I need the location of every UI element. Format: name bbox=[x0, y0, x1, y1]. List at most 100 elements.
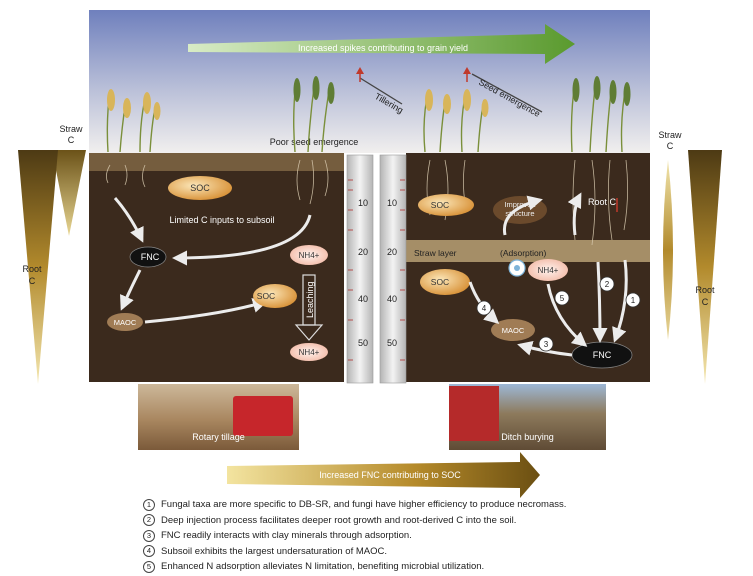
right-arrow-5 bbox=[546, 283, 588, 347]
rotary-tillage-machine bbox=[233, 396, 293, 436]
soc-top-left-label: SOC bbox=[190, 183, 210, 193]
root-c-label: Root C bbox=[588, 197, 617, 207]
right-arrow-soc-up bbox=[502, 195, 543, 236]
legend-number: 5 bbox=[143, 560, 155, 573]
nh4-left-label: NH4+ bbox=[299, 251, 320, 260]
right-root-c-label: Root C bbox=[695, 285, 715, 307]
right-arrow-1 bbox=[612, 259, 628, 343]
fnc-arrow bbox=[227, 452, 540, 498]
legend-number: 4 bbox=[143, 545, 155, 558]
soc-mid-left-blob bbox=[253, 284, 297, 308]
right-arrow-rootc-up bbox=[567, 192, 582, 236]
ditch-burying-machine bbox=[449, 386, 499, 441]
soc-top-left-blob bbox=[168, 176, 232, 200]
step-marker-3-label: 3 bbox=[544, 340, 549, 349]
left-root-c-label: Root C bbox=[22, 264, 42, 286]
nh4-right-blob bbox=[528, 259, 568, 281]
left-arrow-maoc-to-soc bbox=[144, 298, 268, 324]
sky-background bbox=[89, 10, 650, 153]
maoc-right-label: MAOC bbox=[502, 326, 525, 335]
legend-item: 1 Fungal taxa are more specific to DB-SR… bbox=[143, 497, 703, 513]
left-root-c-bar bbox=[18, 150, 58, 384]
legend-number: 2 bbox=[143, 514, 155, 527]
rotary-tillage-photo: Rotary tillage bbox=[138, 384, 299, 450]
step-marker-4 bbox=[476, 300, 492, 316]
ditch-burying-caption: Ditch burying bbox=[501, 432, 554, 442]
legend-text: Fungal taxa are more specific to DB-SR, … bbox=[161, 499, 567, 511]
right-arrow-2 bbox=[592, 261, 608, 343]
legend-item: 2 Deep injection process facilitates dee… bbox=[143, 513, 703, 529]
legend-item: 5 Enhanced N adsorption alleviates N lim… bbox=[143, 559, 703, 575]
poor-seed-emergence-label: Poor seed emergence bbox=[270, 137, 359, 147]
ruler-tick-marks bbox=[348, 179, 405, 361]
legend-item: 4 Subsoil exhibits the largest undersatu… bbox=[143, 544, 703, 560]
ruler-right bbox=[379, 154, 407, 384]
ruler-right-tick-10: 10 bbox=[387, 198, 397, 208]
soc-top-right-blob bbox=[418, 194, 474, 216]
legend-number: 3 bbox=[143, 529, 155, 542]
right-straw-c-label: Straw C bbox=[658, 130, 682, 151]
step-marker-3 bbox=[538, 336, 554, 352]
ditch-burying-photo: Ditch burying bbox=[449, 384, 606, 450]
improved-structure-line1: Improved bbox=[504, 200, 535, 209]
maoc-right-blob bbox=[491, 319, 535, 341]
left-straw-c-bar bbox=[52, 150, 86, 236]
legend-text: Enhanced N adsorption alleviates N limit… bbox=[161, 561, 485, 573]
improved-structure-line2: structure bbox=[505, 209, 534, 218]
legend-text: Subsoil exhibits the largest undersatura… bbox=[161, 545, 388, 557]
fnc-right-label: FNC bbox=[593, 350, 612, 360]
ruler-left-tick-50: 50 bbox=[358, 338, 368, 348]
leaching-label: Leaching bbox=[305, 281, 315, 318]
yield-arrow bbox=[188, 24, 575, 64]
left-straw-residue bbox=[89, 153, 344, 171]
fnc-left-blob bbox=[129, 246, 167, 268]
left-straw-c-label: Straw C bbox=[59, 124, 83, 145]
left-arrow-roots-to-fnc bbox=[172, 214, 312, 266]
left-arrow-fnc-to-maoc bbox=[120, 269, 142, 311]
legend: 1 Fungal taxa are more specific to DB-SR… bbox=[143, 497, 703, 575]
soc-mid-right-label: SOC bbox=[431, 277, 449, 287]
ruler-right-tick-40: 40 bbox=[387, 294, 397, 304]
adsorption-sun-icon bbox=[508, 259, 526, 277]
fnc-left-label: FNC bbox=[141, 252, 160, 262]
rotary-tillage-caption: Rotary tillage bbox=[192, 432, 245, 442]
left-arrow-soc-to-fnc bbox=[113, 197, 144, 243]
yield-arrow-label: Increased spikes contributing to grain y… bbox=[298, 43, 468, 53]
nh4-bottom-label: NH4+ bbox=[299, 348, 320, 357]
soc-mid-left-label: SOC bbox=[257, 291, 275, 301]
step-marker-2-label: 2 bbox=[605, 280, 610, 289]
ruler-left-tick-40: 40 bbox=[358, 294, 368, 304]
straw-layer-band bbox=[406, 240, 650, 262]
right-straw-c-bar bbox=[663, 160, 673, 340]
step-marker-2 bbox=[599, 276, 615, 292]
limited-c-label: Limited C inputs to subsoil bbox=[169, 215, 274, 225]
fnc-arrow-label: Increased FNC contributing to SOC bbox=[319, 470, 461, 480]
legend-text: FNC readily interacts with clay minerals… bbox=[161, 530, 412, 542]
legend-text: Deep injection process facilitates deepe… bbox=[161, 514, 517, 526]
soc-top-right-label: SOC bbox=[431, 200, 449, 210]
step-marker-5-label: 5 bbox=[560, 294, 565, 303]
leaching-arrow bbox=[294, 274, 324, 341]
step-marker-1-label: 1 bbox=[631, 296, 636, 305]
wheat-plants bbox=[106, 76, 631, 153]
legend-item: 3 FNC readily interacts with clay minera… bbox=[143, 528, 703, 544]
tillering-arrow bbox=[356, 67, 403, 105]
soc-mid-right-blob bbox=[420, 269, 470, 295]
legend-number: 1 bbox=[143, 498, 155, 511]
nh4-right-label: NH4+ bbox=[538, 266, 559, 275]
ruler-left bbox=[346, 154, 374, 384]
seed-emergence-arrow bbox=[463, 67, 543, 113]
ruler-right-tick-20: 20 bbox=[387, 247, 397, 257]
step-marker-1 bbox=[625, 292, 641, 308]
step-marker-5 bbox=[554, 290, 570, 306]
right-root-c-bar bbox=[688, 150, 722, 384]
nh4-bottom-blob bbox=[290, 343, 328, 361]
ruler-left-tick-10: 10 bbox=[358, 198, 368, 208]
maoc-left-blob bbox=[107, 313, 143, 331]
ruler-left-tick-20: 20 bbox=[358, 247, 368, 257]
maoc-left-label: MAOC bbox=[114, 318, 137, 327]
ruler-right-tick-50: 50 bbox=[387, 338, 397, 348]
straw-layer-label: Straw layer bbox=[414, 248, 457, 258]
